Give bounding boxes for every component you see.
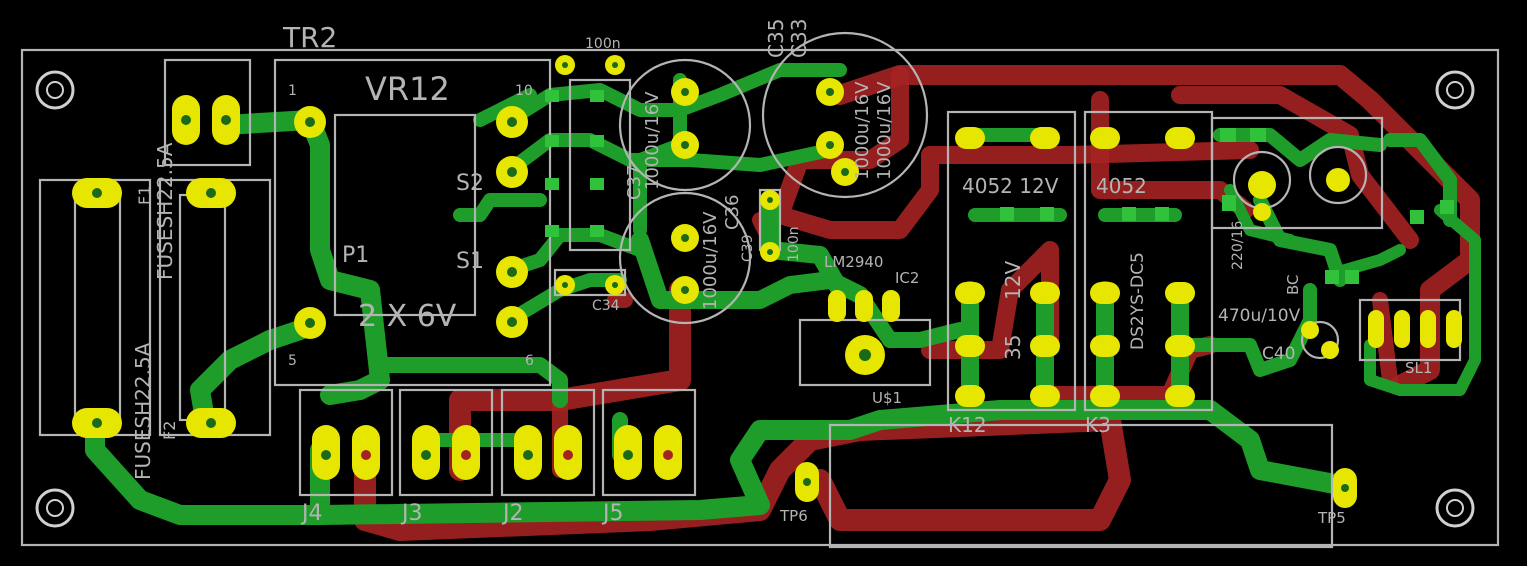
c36-outline <box>618 191 752 325</box>
label-c39: C39 <box>740 234 756 262</box>
label-1000u-a: 1000u/16V <box>642 91 663 190</box>
label-pin1: 1 <box>288 83 297 99</box>
pads <box>72 55 1462 508</box>
label-c37: C37 <box>624 165 645 200</box>
label-relay2: 4052 <box>1096 174 1147 198</box>
label-vr12: VR12 <box>365 70 450 108</box>
label-j4: J4 <box>300 501 323 526</box>
label-tp6: TP6 <box>779 507 808 525</box>
mounting-hole-icon <box>35 488 75 528</box>
trimmer2-outline <box>1308 145 1368 205</box>
label-pin5: 5 <box>288 353 297 369</box>
label-100n-mid: 100n <box>786 226 802 262</box>
label-470u: 470u/10V <box>1218 306 1301 326</box>
label-k3: K3 <box>1085 413 1111 437</box>
label-1000u-c: 1000u/16V <box>874 81 895 180</box>
label-f2: F2 <box>160 421 179 440</box>
label-relay1: 4052 12V <box>962 174 1059 198</box>
smd-pads <box>545 90 1454 284</box>
label-1000u-d: 1000u/16V <box>700 211 721 310</box>
label-c40: C40 <box>1262 344 1296 364</box>
label-j3: J3 <box>400 501 423 526</box>
mounting-hole-icon <box>1435 70 1475 110</box>
label-c34: C34 <box>592 298 620 314</box>
c34-outline <box>553 268 627 297</box>
label-ic2: IC2 <box>895 269 919 287</box>
mounting-hole-icon <box>1435 488 1475 528</box>
transformer-outline <box>273 58 552 387</box>
label-tr2: TR2 <box>282 21 337 54</box>
c37-outline <box>618 58 752 192</box>
j2-outline <box>500 388 596 497</box>
label-2x6v: 2 X 6V <box>358 299 457 334</box>
transformer-core <box>333 113 477 317</box>
label-j2: J2 <box>501 501 524 526</box>
label-35: 35 <box>1001 335 1025 360</box>
label-sl1: SL1 <box>1405 359 1432 377</box>
mounting-holes <box>35 70 1475 528</box>
label-c36: C36 <box>722 195 743 230</box>
c40-outline <box>1300 320 1340 360</box>
label-220-16: 220/16 <box>1230 221 1246 270</box>
j3-outline <box>398 388 494 497</box>
fuse-holder-top <box>163 58 252 167</box>
label-pin6: 6 <box>525 353 534 369</box>
label-s2: S2 <box>456 171 484 196</box>
label-c33: C33 <box>787 19 811 58</box>
k3-outline <box>1083 110 1214 412</box>
j5-outline <box>601 388 697 497</box>
label-k12: K12 <box>948 413 987 437</box>
label-s1: S1 <box>456 249 484 274</box>
label-j5: J5 <box>601 501 624 526</box>
label-ds2ys: DS2YS-DC5 <box>1128 252 1148 350</box>
bottom-box-outline <box>828 423 1334 549</box>
label-c35: C35 <box>764 19 788 58</box>
mounting-hole-icon <box>35 70 75 110</box>
label-tp5: TP5 <box>1317 509 1346 527</box>
label-f1: F1 <box>135 186 154 205</box>
label-us1: U$1 <box>872 389 902 407</box>
k12-outline <box>946 110 1077 412</box>
label-lm2940: LM2940 <box>824 253 883 271</box>
label-bc: BC <box>1284 274 1302 295</box>
label-fuse1: FUSESH22.5A <box>131 342 155 480</box>
board-outline <box>20 48 1500 547</box>
c35-outline <box>761 31 929 199</box>
label-12v: 12V <box>1001 261 1025 300</box>
label-p1: P1 <box>342 243 369 268</box>
label-100n-top: 100n <box>585 36 621 52</box>
label-fuse2: FUSESH22.5A <box>153 142 177 280</box>
label-1000u-b: 1000u/16V <box>852 81 873 180</box>
trim-area-outline <box>1210 116 1384 230</box>
label-pin10: 10 <box>515 83 533 99</box>
j4-outline <box>298 388 394 497</box>
cap-array-outline <box>568 78 632 252</box>
silkscreen-labels: TR2 VR12 1 10 5 6 S2 S1 P1 2 X 6V 100n C… <box>131 19 1432 527</box>
